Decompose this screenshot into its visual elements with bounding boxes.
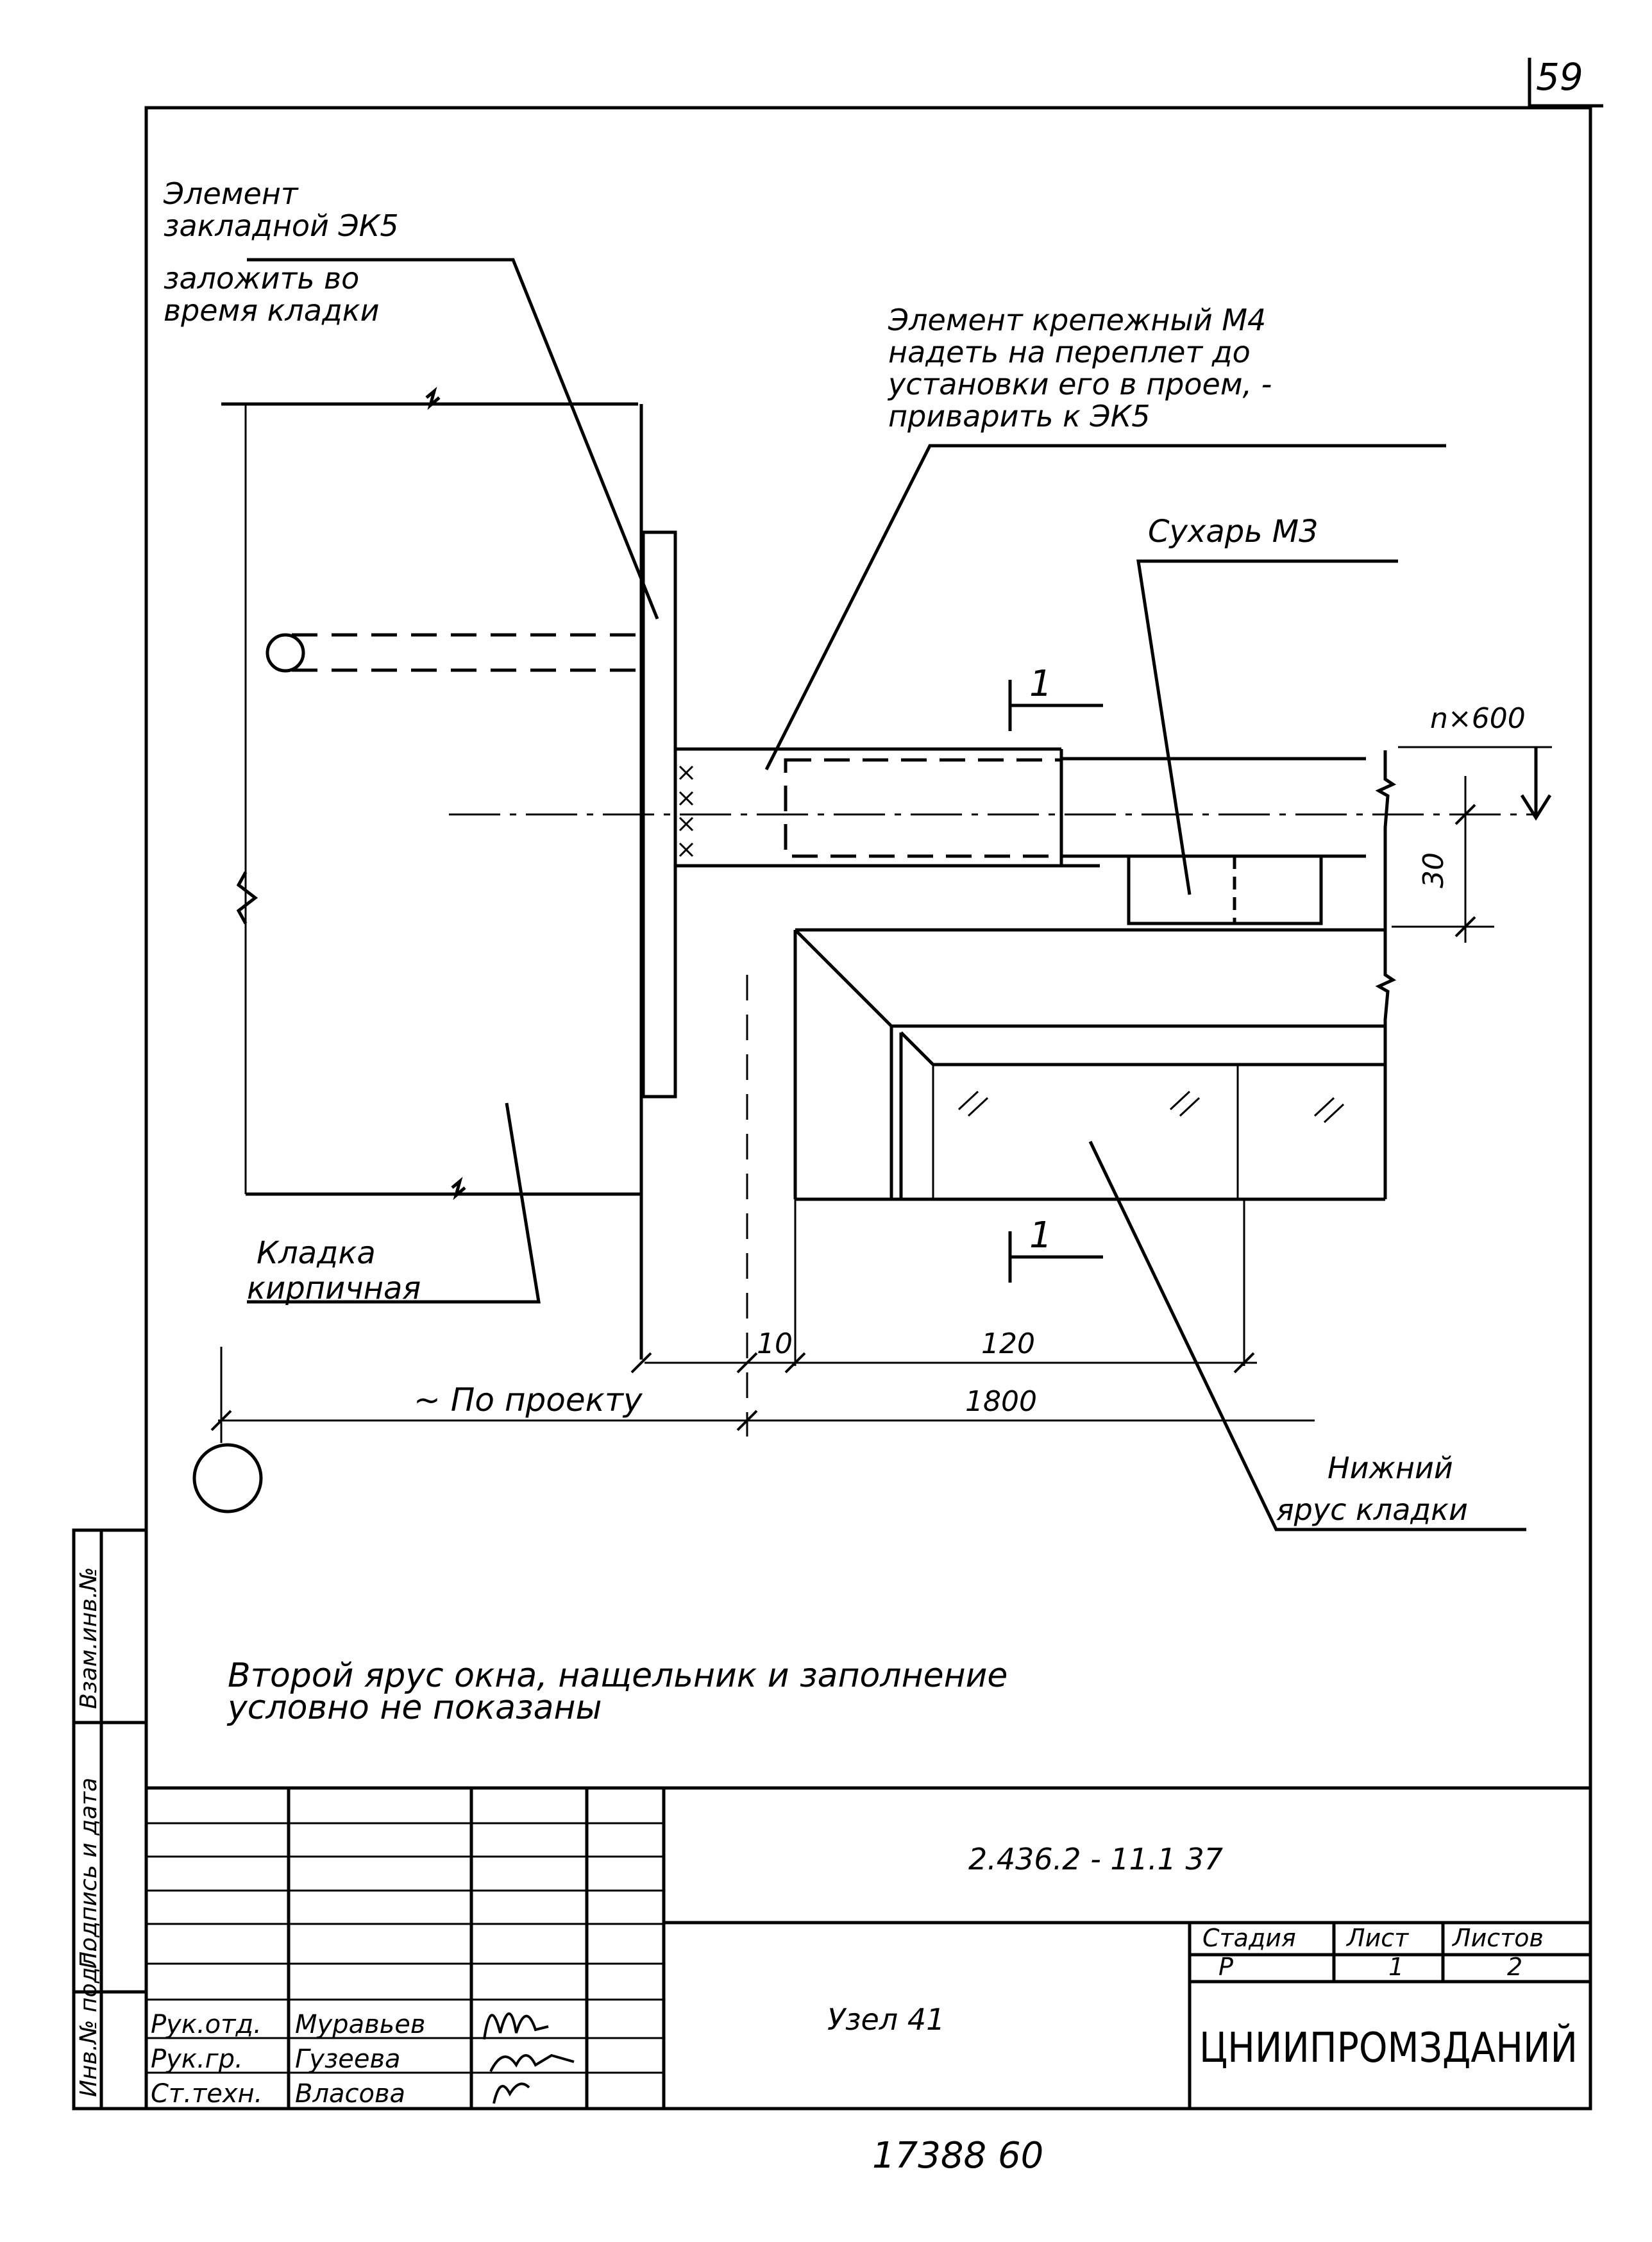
- dim-n600: n×600: [1430, 702, 1526, 735]
- svg-text:Гузеева: Гузеева: [295, 2044, 401, 2074]
- side-stamp-grid: [72, 1528, 148, 2111]
- sheet-number: 59: [1536, 55, 1583, 99]
- title-block: [146, 1786, 1590, 2109]
- dim-120: 120: [981, 1328, 1035, 1360]
- svg-text:ярус кладки: ярус кладки: [1276, 1492, 1468, 1527]
- block-m3: [1127, 854, 1323, 925]
- section-mark-top: 1: [1029, 663, 1052, 705]
- callout-fastening: Элемент крепежный М4 надеть на переплет …: [887, 303, 1272, 434]
- dim-1800: 1800: [965, 1385, 1037, 1418]
- sheet-frame: [144, 106, 1592, 2111]
- sheet-header: Лист: [1345, 1924, 1410, 1952]
- dim-per-project: ~ По проекту: [414, 1381, 643, 1419]
- svg-text:приварить к ЭК5: приварить к ЭК5: [888, 399, 1150, 434]
- svg-text:Ст.техн.: Ст.техн.: [151, 2079, 262, 2109]
- sheets-value: 2: [1507, 1953, 1522, 1981]
- svg-text:Муравьев: Муравьев: [295, 2010, 425, 2039]
- svg-text:Второй ярус окна, нащельник и: Второй ярус окна, нащельник и заполнение: [228, 1656, 1007, 1695]
- svg-text:Инв.№ подл.: Инв.№ подл.: [76, 1945, 102, 2097]
- drawing-note: Второй ярус окна, нащельник и заполнение…: [226, 1656, 1007, 1727]
- svg-text:Элемент крепежный М4: Элемент крепежный М4: [888, 303, 1266, 337]
- callout-lower-tier: Нижний ярус кладки: [1276, 1451, 1468, 1527]
- fastening-element: [784, 758, 1063, 858]
- doc-code: 2.436.2 - 11.1 37: [968, 1842, 1223, 1876]
- axis-circle: [192, 1443, 263, 1513]
- main-drawing: [192, 258, 1552, 1531]
- sheet-value: 1: [1388, 1953, 1404, 1981]
- svg-text:Нижний: Нижний: [1328, 1451, 1453, 1485]
- callout-brickwork: Кладка кирпичная: [247, 1235, 421, 1306]
- dim-10: 10: [757, 1328, 793, 1360]
- svg-text:Рук.отд.: Рук.отд.: [151, 2010, 262, 2039]
- drawing-title: Узел 41: [827, 2002, 945, 2037]
- sheets-header: Листов: [1451, 1924, 1544, 1952]
- organization: ЦНИИПРОМЗДАНИЙ: [1199, 2023, 1578, 2072]
- svg-text:Взам.инв.№: Взам.инв.№: [76, 1567, 102, 1709]
- svg-text:условно не показаны: условно не показаны: [226, 1689, 602, 1727]
- svg-text:Рук.гр.: Рук.гр.: [151, 2044, 243, 2074]
- bottom-number: 17388 60: [872, 2135, 1043, 2177]
- dim-30: 30: [1417, 852, 1450, 888]
- side-stamp-labels: Инв.№ подл. Подпись и дата Взам.инв.№: [76, 1567, 102, 2097]
- people-list: Рук.отд. Муравьев Рук.гр. Гузеева Ст.тех…: [151, 2010, 425, 2109]
- svg-text:Кладка: Кладка: [257, 1235, 376, 1271]
- callout-embedded: Элемент закладной ЭК5 заложить во время …: [163, 176, 399, 328]
- svg-text:Элемент: Элемент: [163, 176, 299, 211]
- svg-text:Подпись и дата: Подпись и дата: [76, 1778, 102, 1969]
- svg-text:установки его в проем, -: установки его в проем, -: [887, 367, 1272, 401]
- svg-text:время кладки: время кладки: [164, 293, 379, 328]
- svg-text:кирпичная: кирпичная: [247, 1270, 421, 1306]
- callout-block: Сухарь М3: [1148, 514, 1319, 550]
- stage-value: Р: [1218, 1953, 1233, 1981]
- section-mark-bottom: 1: [1029, 1215, 1052, 1256]
- svg-text:Власова: Власова: [295, 2079, 405, 2109]
- svg-text:надеть на переплет до: надеть на переплет до: [888, 335, 1251, 369]
- svg-text:закладной ЭК5: закладной ЭК5: [164, 208, 399, 243]
- stage-header: Стадия: [1202, 1924, 1296, 1952]
- signature-marks: [483, 2012, 575, 2104]
- svg-text:заложить во: заложить во: [164, 261, 359, 296]
